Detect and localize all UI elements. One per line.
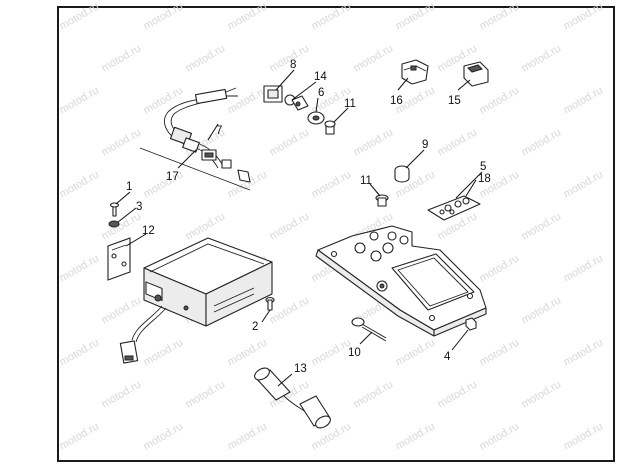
callout-8: 8 [290,59,296,71]
bracket [107,237,131,281]
callout-18: 18 [478,173,491,185]
fuse-holder [254,367,331,429]
callout-13: 13 [294,363,307,375]
diagram-frame [57,6,615,462]
cable-tie [351,317,387,342]
callout-14: 14 [314,71,327,83]
nut [465,317,477,331]
callout-11-upper: 11 [344,98,356,110]
callout-7: 7 [216,125,222,137]
callout-4: 4 [444,351,451,363]
callout-9: 9 [422,139,428,151]
console-housing [315,225,487,337]
control-module [143,237,273,327]
callout-3: 3 [136,201,142,213]
callout-12: 12 [142,225,155,237]
callout-6: 6 [318,87,324,99]
module-cable [119,305,167,364]
callout-16: 16 [390,95,403,107]
callout-2: 2 [252,321,258,333]
connector-clip [401,59,429,85]
callout-1: 1 [126,181,132,193]
wiring-harness [139,87,251,191]
callout-11-lower: 11 [360,175,372,187]
grommet-and-bolt [307,111,336,135]
switch-panel-plate [427,195,481,221]
callout-10: 10 [348,347,361,359]
callout-5: 5 [480,161,486,173]
callout-labels: 1 2 3 4 5 6 7 8 9 10 11 11 12 13 14 15 1… [126,59,491,375]
knob [394,165,410,183]
callout-15: 15 [448,95,461,107]
callout-17: 17 [166,171,179,183]
bolt-lower [375,194,389,207]
switch-assembly [263,85,309,111]
leader-lines [115,69,483,387]
